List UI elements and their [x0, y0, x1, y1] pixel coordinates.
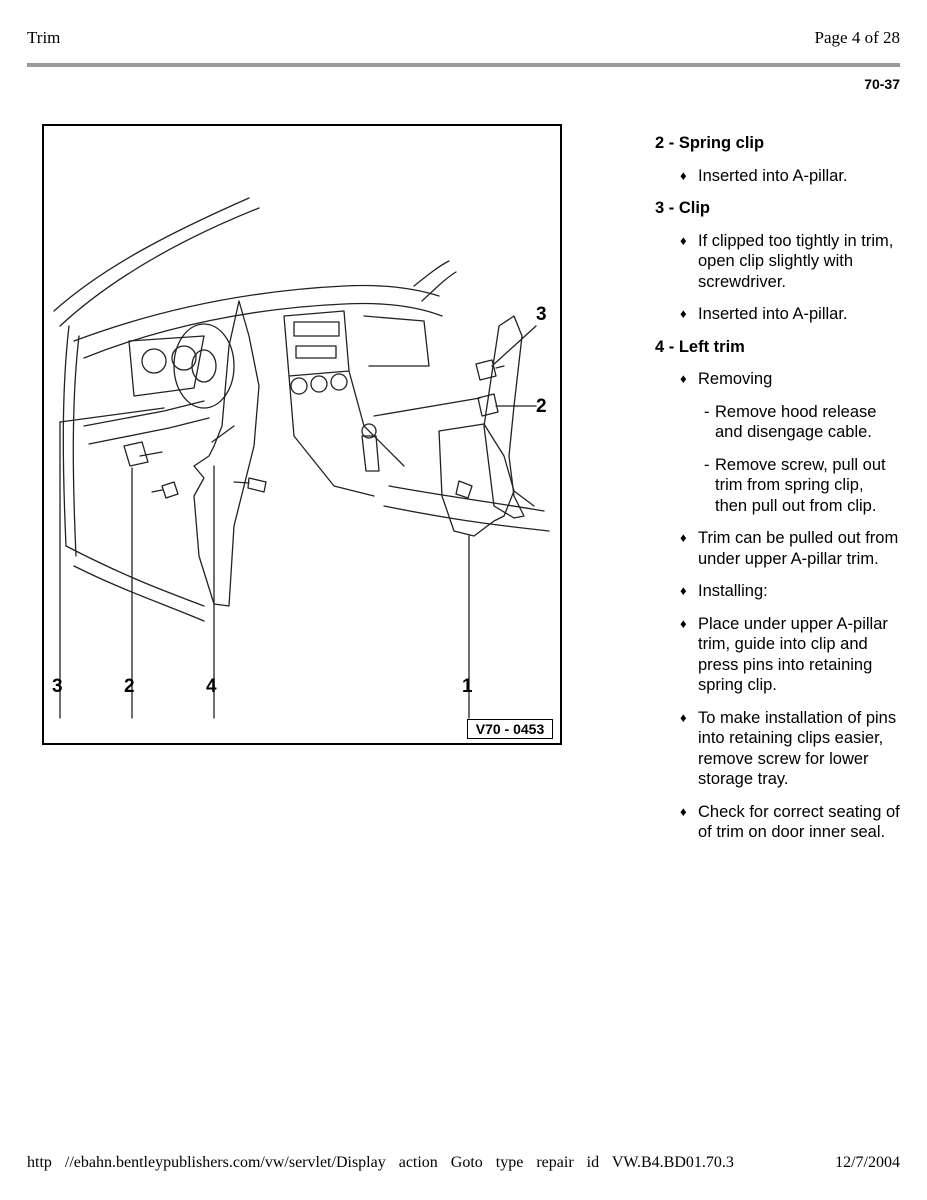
list-item: ♦ Inserted into A-pillar. [655, 166, 900, 187]
procedure-step: -Remove hood release and disengage cable… [655, 402, 900, 443]
trim-diagram: 3 2 4 1 3 2 V70 - 0453 [42, 124, 562, 745]
diamond-bullet-icon: ♦ [680, 371, 687, 386]
diamond-bullet-icon: ♦ [680, 803, 687, 819]
list-item: ♦ Removing [655, 369, 900, 390]
footer-url: http //ebahn.bentleypublishers.com/vw/se… [27, 1154, 734, 1171]
bullet-text: Inserted into A-pillar. [698, 166, 848, 185]
figure-callout-2-left: 2 [124, 676, 135, 697]
bullet-text: To make installation of pins into retain… [698, 708, 897, 789]
bullet-text: If clipped too tightly in trim, open cli… [698, 231, 894, 291]
bullet-text: Inserted into A-pillar. [698, 305, 848, 323]
item-title-clip: 3 - Clip [655, 199, 711, 217]
header-section-title: Trim [27, 28, 61, 47]
figure-callout-4: 4 [206, 676, 217, 697]
diamond-bullet-icon: ♦ [680, 709, 687, 725]
list-item: ♦ Trim can be pulled out from under upper… [655, 528, 900, 569]
header-divider [27, 63, 900, 67]
trim-illustration [53, 197, 550, 719]
procedure-step: -Remove screw, pull out trim from spring… [655, 455, 900, 517]
diamond-bullet-icon: ♦ [680, 306, 687, 321]
figure-callout-3-left: 3 [52, 676, 63, 697]
bullet-text: Trim can be pulled out from under upper … [698, 529, 899, 568]
item-title-spring-clip: 2 - Spring clip [655, 134, 765, 152]
diamond-bullet-icon: ♦ [680, 583, 687, 598]
figure-code: V70 - 0453 [467, 719, 553, 739]
item-title-left-trim: 4 - Left trim [655, 337, 745, 356]
manual-page-number: 70-37 [864, 76, 900, 92]
dash-bullet: - [704, 402, 710, 421]
step-text: Remove hood release and disengage cable. [715, 402, 877, 442]
list-item: ♦ Inserted into A-pillar. [655, 304, 900, 325]
diamond-bullet-icon: ♦ [680, 167, 687, 183]
step-text: Remove screw, pull out trim from spring … [715, 455, 886, 515]
figure-callout-2: 2 [536, 396, 547, 417]
bullet-text: Removing [698, 370, 773, 388]
diamond-bullet-icon: ♦ [680, 615, 687, 631]
diamond-bullet-icon: ♦ [680, 232, 687, 248]
figure-callout-3: 3 [536, 304, 547, 325]
list-item: ♦ If clipped too tightly in trim, open cl… [655, 231, 900, 293]
list-item: ♦ Check for correct seating of of trim on… [655, 802, 900, 843]
footer-date: 12/7/2004 [835, 1154, 900, 1171]
bullet-text: Check for correct seating of of trim on … [698, 802, 900, 842]
bullet-text: Place under upper A-pillar trim, guide i… [698, 614, 888, 695]
header-page-indicator: Page 4 of 28 [814, 28, 900, 47]
list-item: ♦ Place under upper A-pillar trim, guide … [655, 614, 900, 696]
dash-bullet: - [704, 455, 710, 474]
parts-list: 2 - Spring clip ♦ Inserted into A-pillar.… [655, 133, 900, 855]
list-item: ♦ Installing: [655, 581, 900, 602]
bullet-text: Installing: [698, 582, 768, 600]
figure-callout-1: 1 [462, 676, 473, 697]
diamond-bullet-icon: ♦ [680, 530, 687, 545]
list-item: ♦ To make installation of pins into retai… [655, 708, 900, 790]
